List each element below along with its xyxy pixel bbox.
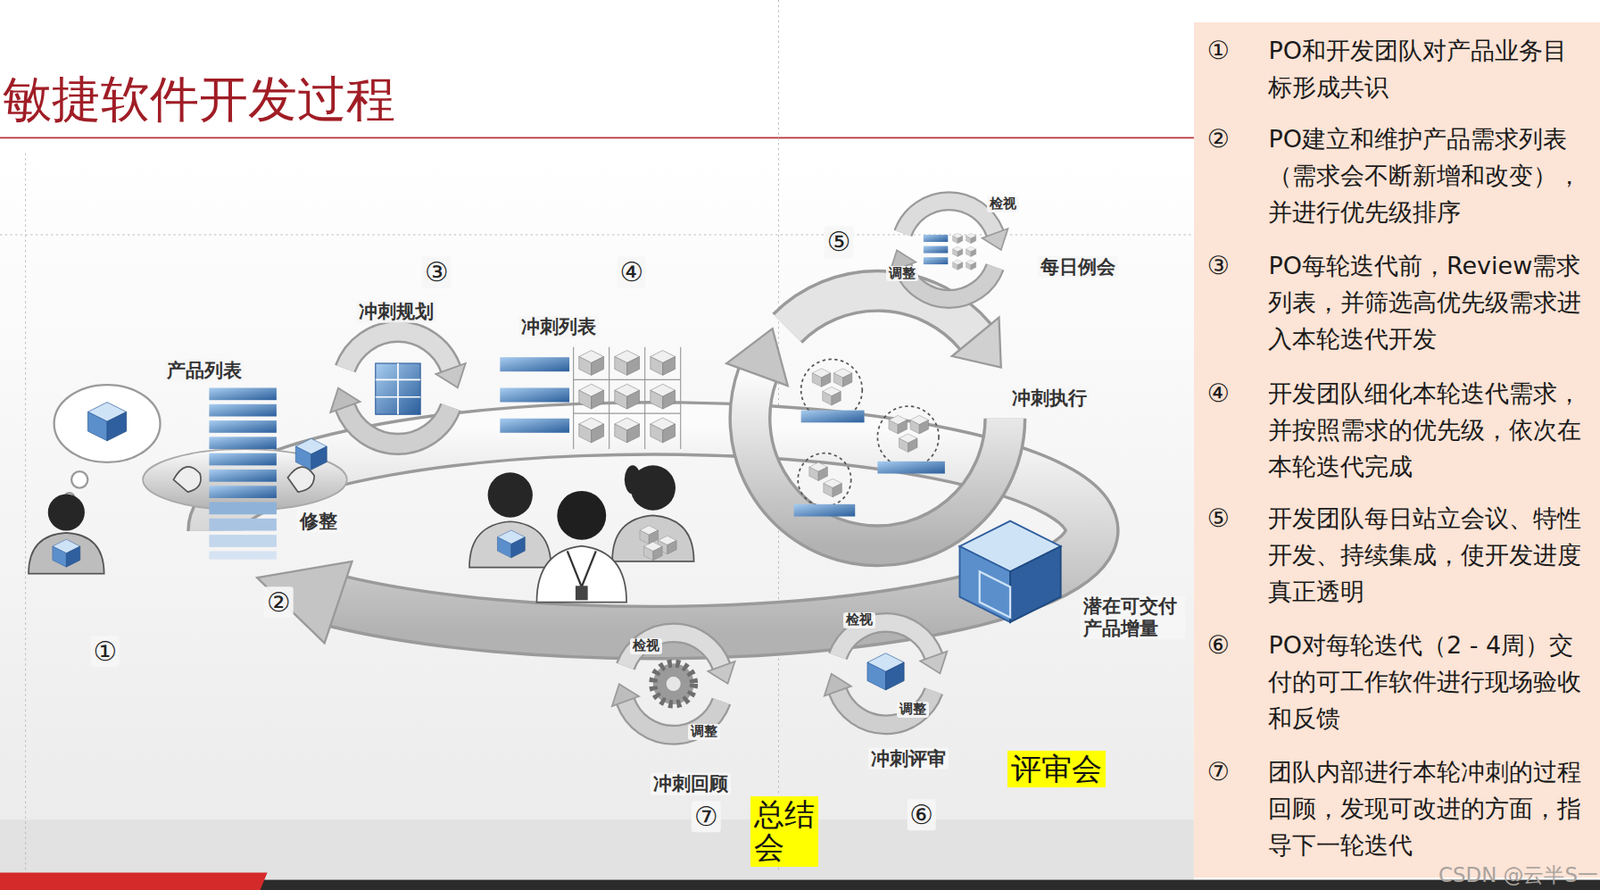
illustration-label: 冲刺列表: [518, 315, 599, 339]
callout-number: ⑥: [906, 798, 937, 831]
daily-scrum: [889, 200, 1008, 299]
illustration-label: 调整: [886, 265, 919, 282]
illustration-label: 冲刺规划: [356, 299, 437, 323]
sprint-planning: [330, 331, 465, 445]
guide-lines: [0, 0, 1194, 873]
illustration-label: 冲刺执行: [1009, 387, 1090, 410]
item-number: ⑤: [1207, 499, 1244, 537]
highlight-box: 总结会: [750, 795, 819, 867]
item-description: PO对每轮迭代（2 - 4周）交付的可工作软件进行现场验收和反馈: [1268, 626, 1586, 737]
illustration-label: 潜在可交付 产品增量: [1080, 595, 1186, 639]
item-description: PO建立和维护产品需求列表（需求会不断新增和改变），并进行优先级排序: [1268, 120, 1586, 231]
sprint-retrospective: [612, 632, 736, 735]
bottom-accent: [0, 872, 268, 890]
sprint-execution: [726, 290, 1005, 546]
illustration-label: 每日例会: [1037, 255, 1119, 278]
description-panel: ① PO和开发团队对产品业务目标形成共识 ② PO建立和维护产品需求列表（需求会不断新…: [1193, 22, 1600, 878]
callout-number: ③: [422, 256, 452, 289]
item-description: 开发团队细化本轮迭代需求，并按照需求的优先级，依次在本轮迭代完成: [1268, 374, 1586, 485]
item-description: 开发团队每日站立会议、特性开发、持续集成，使开发进度真正透明: [1268, 499, 1586, 610]
illustration-label: 调整: [896, 701, 929, 718]
illustration-label: 冲刺评审: [868, 746, 949, 770]
product-backlog: [142, 387, 348, 559]
callout-number: ②: [264, 586, 294, 619]
sprint-backlog: [499, 347, 680, 449]
sprint-review: [824, 621, 948, 724]
illustration-label: 检视: [843, 612, 876, 629]
item-number: ④: [1207, 374, 1244, 412]
item-number: ③: [1207, 247, 1244, 284]
title-rule: [0, 136, 1194, 139]
callout-number: ⑦: [691, 800, 722, 833]
illustration-label: 修整: [297, 510, 340, 533]
slide-title: 敏捷软件开发过程: [2, 69, 396, 129]
item-number: ⑦: [1207, 753, 1244, 790]
illustration-label: 调整: [688, 723, 721, 740]
callout-number: ⑤: [824, 225, 854, 258]
scrum-team: [469, 464, 695, 602]
illustration-label: 检视: [630, 638, 663, 655]
callout-number: ④: [616, 256, 647, 289]
highlight-text: 总结会: [754, 797, 815, 865]
highlight-box: 评审会: [1007, 750, 1106, 788]
item-number: ⑥: [1207, 626, 1244, 664]
item-description: PO和开发团队对产品业务目标形成共识: [1268, 32, 1586, 106]
highlight-text: 评审会: [1011, 752, 1103, 786]
watermark: CSDN @云半S一: [1435, 862, 1600, 888]
item-number: ②: [1207, 120, 1244, 158]
illustration-label: 冲刺回顾: [650, 772, 731, 796]
ground: [0, 153, 1194, 822]
callout-number: ①: [90, 635, 120, 668]
illustration-label: 产品列表: [164, 359, 245, 382]
item-description: PO每轮迭代前，Review需求列表，并筛选高优先级需求进入本轮迭代开发: [1268, 247, 1586, 357]
potentially-shippable-increment: [959, 521, 1061, 622]
product-owner: [28, 384, 161, 574]
ground-strip: [0, 819, 1194, 879]
item-number: ①: [1207, 32, 1244, 69]
item-description: 团队内部进行本轮冲刺的过程回顾，发现可改进的方面，指导下一轮迭代: [1268, 753, 1586, 863]
illustration-label: 检视: [986, 196, 1020, 213]
